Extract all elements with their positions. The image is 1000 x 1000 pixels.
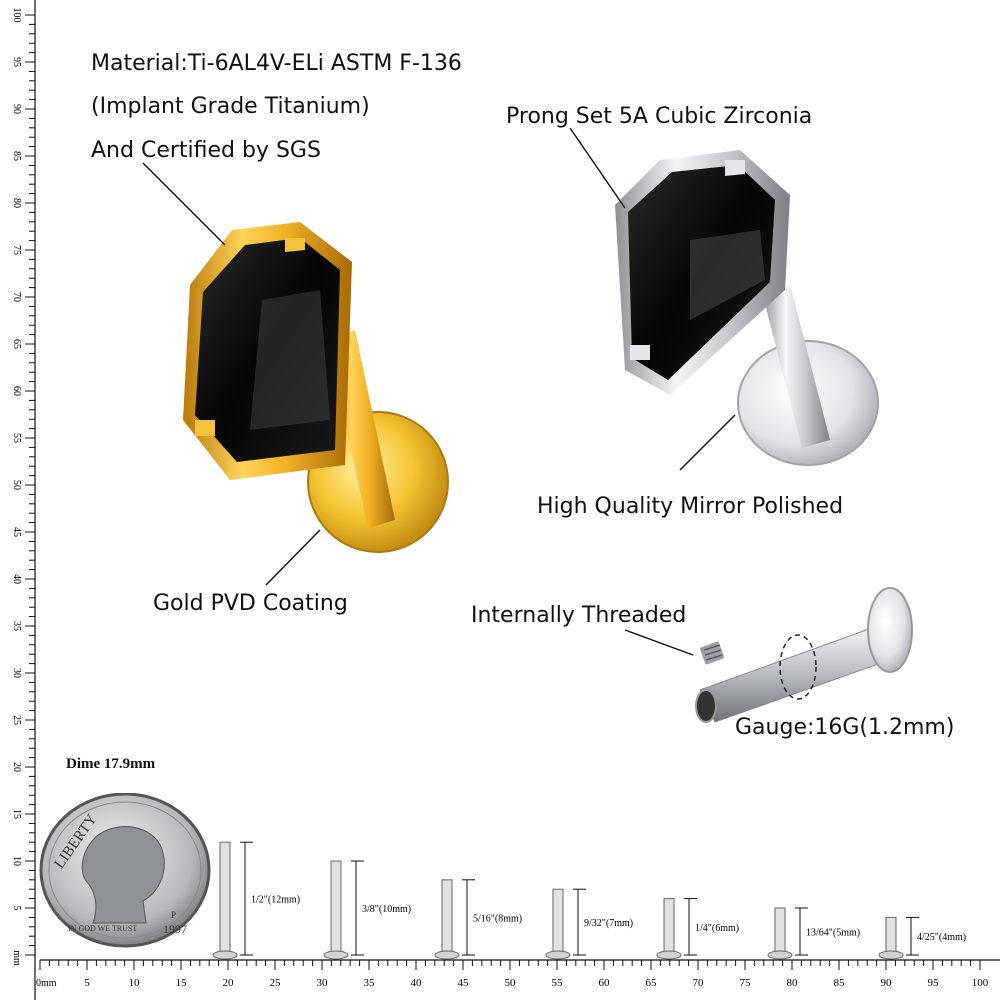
size-post: 1/4"(6mm) — [656, 898, 739, 960]
size-post: 3/8"(10mm) — [323, 860, 411, 960]
internally-threaded-label: Internally Threaded — [471, 603, 687, 628]
ruler-bottom-label: 90 — [881, 977, 893, 989]
ruler-bottom-label: 85 — [834, 977, 846, 989]
size-post: 13/64"(5mm) — [767, 907, 860, 960]
size-label: 1/4"(6mm) — [695, 923, 739, 934]
product-illustration — [142, 127, 913, 723]
ruler-bottom: 0mm 5 10 15 20 25 30 35 40 45 50 55 60 65 70 75 80 85 90 95… — [36, 959, 1000, 989]
ruler-origin-label: 0mm — [36, 978, 57, 989]
ruler-bottom-label: 95 — [928, 977, 940, 989]
ruler-left-label: 40 — [11, 574, 22, 584]
ruler-left-label: 90 — [11, 104, 22, 114]
dime-coin-image: LIBERTY IN GOD WE TRUST 1997 P — [39, 793, 211, 948]
gold-labret-illustration — [183, 222, 449, 553]
ruler-bottom-label: 45 — [458, 977, 470, 989]
ruler-left: mm 5 10 15 20 25 30 35 40 45 50 55 60 65 70 75 80 85 90 95 1… — [11, 0, 36, 1000]
prong-set-label: Prong Set 5A Cubic Zirconia — [506, 104, 813, 129]
ruler-bottom-label: 15 — [176, 977, 188, 989]
ruler-left-label: 35 — [11, 621, 22, 631]
ruler-left-label: 55 — [11, 433, 22, 443]
size-label: 4/25"(4mm) — [917, 932, 966, 943]
post-shaft — [774, 907, 786, 956]
material-spec-line-2: (Implant Grade Titanium) — [91, 94, 370, 119]
material-spec-line-3: And Certified by SGS — [91, 138, 321, 163]
dime-mint-text: P — [171, 910, 176, 920]
post-shaft — [663, 898, 675, 956]
ruler-left-label: 5 — [11, 906, 22, 911]
size-label: 5/16"(8mm) — [473, 913, 522, 924]
size-post: 1/2"(12mm) — [212, 841, 300, 960]
ruler-left-label: 45 — [11, 527, 22, 537]
ruler-left-label: 60 — [11, 386, 22, 396]
dime-size-label: Dime 17.9mm — [66, 756, 156, 772]
size-post: 9/32"(7mm) — [545, 888, 633, 960]
post-shaft — [219, 841, 231, 956]
ruler-left-label: 100 — [11, 8, 22, 23]
gauge-label: Gauge:16G(1.2mm) — [735, 715, 955, 740]
ruler-bottom-label: 80 — [787, 977, 799, 989]
silver-labret-illustration — [615, 150, 879, 466]
post-shaft — [441, 879, 453, 956]
callout-leader-lines — [142, 127, 736, 656]
ruler-left-label: 80 — [11, 198, 22, 208]
post-disc — [323, 950, 349, 960]
ruler-bottom-label: 35 — [364, 977, 376, 989]
mirror-polished-label: High Quality Mirror Polished — [537, 494, 844, 519]
set-screw-icon — [700, 641, 724, 665]
ruler-left-unit: mm — [11, 950, 22, 966]
ruler-left-label: 70 — [11, 292, 22, 302]
ruler-left-label: 50 — [11, 480, 22, 490]
size-post: 5/16"(8mm) — [434, 879, 522, 960]
gold-pvd-label: Gold PVD Coating — [153, 591, 348, 616]
post-shaft — [330, 860, 342, 956]
ruler-left-label: 75 — [11, 245, 22, 255]
ruler-left-label: 15 — [11, 809, 22, 819]
size-label: 13/64"(5mm) — [806, 928, 860, 939]
ruler-left-label: 30 — [11, 668, 22, 678]
post-disc — [767, 950, 793, 960]
ruler-bottom-label: 65 — [646, 977, 658, 989]
ruler-bottom-label: 50 — [505, 977, 517, 989]
post-shaft — [552, 888, 564, 956]
post-disc — [434, 950, 460, 960]
ruler-bottom-label: 10 — [129, 977, 141, 989]
ruler-left-label: 10 — [11, 856, 22, 866]
ruler-bottom-label: 25 — [270, 977, 282, 989]
ruler-bottom-label: 5 — [84, 977, 90, 989]
ruler-left-label: 65 — [11, 339, 22, 349]
ruler-left-label: 20 — [11, 762, 22, 772]
ruler-bottom-label: 55 — [552, 977, 564, 989]
ruler-bottom-label: 20 — [223, 977, 235, 989]
size-post: 4/25"(4mm) — [878, 916, 966, 960]
threaded-post-illustration — [695, 587, 913, 723]
ruler-left-label: 95 — [11, 57, 22, 67]
post-disc — [656, 950, 682, 960]
post-shaft — [885, 916, 897, 956]
ruler-bottom-label: 70 — [693, 977, 705, 989]
material-spec-line-1: Material:Ti-6AL4V-ELi ASTM F-136 — [91, 51, 462, 76]
size-label: 9/32"(7mm) — [584, 918, 633, 929]
size-chart: 1/2"(12mm) 3/8"(10mm) 5/16"(8mm) 9/32"(7mm)… — [212, 841, 966, 960]
ruler-left-label: 25 — [11, 715, 22, 725]
post-disc — [545, 950, 571, 960]
dime-year-text: 1997 — [163, 922, 187, 936]
ruler-bottom-label: 40 — [411, 977, 423, 989]
ruler-bottom-label: 60 — [599, 977, 611, 989]
post-disc — [212, 950, 238, 960]
post-disc — [878, 950, 904, 960]
size-label: 3/8"(10mm) — [362, 904, 411, 915]
ruler-bottom-label: 30 — [317, 977, 329, 989]
ruler-bottom-label: 100 — [972, 977, 989, 989]
ruler-left-label: 85 — [11, 151, 22, 161]
ruler-bottom-label: 75 — [740, 977, 752, 989]
dime-motto-text: IN GOD WE TRUST — [68, 924, 137, 933]
size-label: 1/2"(12mm) — [251, 895, 300, 906]
